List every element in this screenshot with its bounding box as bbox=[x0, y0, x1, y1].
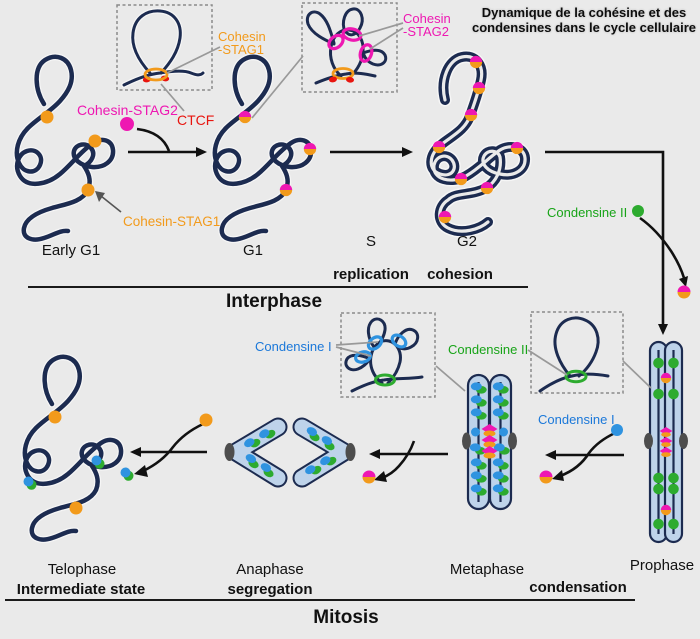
cohesin-stag2-inset-label: Cohesin -STAG2 bbox=[403, 11, 451, 39]
anaphase-chromosomes bbox=[224, 417, 356, 488]
cohesion-dot bbox=[454, 172, 468, 186]
g1-chromatin bbox=[215, 57, 317, 240]
arrow-condensine1-loading bbox=[559, 431, 616, 478]
stage-g2: G2 bbox=[456, 233, 478, 250]
cohesin-stag1-dot bbox=[88, 134, 102, 148]
sub-intermediate-state: Intermediate state bbox=[16, 581, 146, 598]
cohesin-dot-released bbox=[362, 470, 376, 484]
inset-box bbox=[340, 312, 436, 398]
cohesin-dot-released bbox=[539, 470, 553, 484]
cohesin-stag1-inset-label: Cohesin -STAG1 bbox=[218, 29, 266, 57]
cohesin-dot-released bbox=[677, 285, 691, 299]
sub-cohesion: cohesion bbox=[427, 266, 493, 283]
cohesin-stag2-stag1-dot bbox=[303, 142, 317, 156]
metaphase-chromosome bbox=[462, 373, 517, 511]
cohesin-stag2-stag1-dot bbox=[279, 183, 293, 197]
cohesin-stag1-dot bbox=[48, 410, 62, 424]
stage-early-g1: Early G1 bbox=[41, 242, 101, 259]
cohesin-stag2-ring bbox=[327, 33, 345, 51]
floating-dots bbox=[120, 117, 691, 484]
centromere-knob bbox=[345, 443, 356, 461]
early-g1-chromatin bbox=[17, 57, 113, 240]
arrow-stag1-label bbox=[100, 195, 122, 213]
condensine1-dot bbox=[611, 424, 623, 436]
stage-anaphase: Anaphase bbox=[236, 561, 304, 578]
cohesion-dot bbox=[469, 55, 483, 69]
sub-replication: replication bbox=[333, 266, 409, 283]
inset-box bbox=[301, 2, 398, 93]
phase-separators bbox=[5, 286, 635, 601]
cohesion-dot bbox=[480, 181, 494, 195]
arrow-condensin-release bbox=[142, 422, 204, 473]
cohesin-stag2-dot bbox=[120, 117, 134, 131]
condensine2-ring bbox=[374, 373, 396, 387]
cohesin-stag1-dot bbox=[69, 501, 83, 515]
cohesion-dot bbox=[510, 141, 524, 155]
condensine2-dot bbox=[632, 205, 644, 217]
cohesion-dot bbox=[464, 108, 478, 122]
stage-s: S bbox=[365, 233, 377, 250]
cohesin-stag2-stag1-dot bbox=[238, 110, 252, 124]
inset-condensine1-loops bbox=[340, 312, 436, 398]
ctcf-label: CTCF bbox=[177, 112, 215, 128]
title-line2: condensines dans le cycle cellulaire bbox=[472, 20, 696, 35]
interphase-title: Interphase bbox=[225, 291, 323, 312]
stage-telophase: Telophase bbox=[47, 561, 117, 578]
condensine1-label: Condensine I bbox=[255, 339, 332, 354]
cohesin-stag2-ring bbox=[341, 27, 363, 42]
mitosis-title: Mitosis bbox=[313, 607, 379, 628]
base-strand bbox=[122, 69, 205, 87]
loop-strand bbox=[131, 9, 182, 75]
title-line1: Dynamique de la cohésine et des bbox=[481, 5, 687, 20]
cohesin-stag1-dot bbox=[40, 110, 54, 124]
centromere-knob bbox=[462, 432, 471, 450]
sub-segregation: segregation bbox=[227, 581, 313, 598]
inset-ctcf-stag1-loop bbox=[116, 4, 213, 91]
diagram-title: Dynamique de la cohésine et des condensi… bbox=[464, 5, 700, 35]
cohesin-stag1-ring bbox=[143, 67, 169, 82]
centromere-knob bbox=[679, 433, 688, 449]
arrow-cohesin-release bbox=[381, 440, 416, 480]
arrow-condensine2-loading bbox=[639, 216, 686, 279]
cohesin-stag1-ring bbox=[331, 67, 355, 80]
condensine2-label2: Condensine II bbox=[448, 342, 529, 357]
arrow-stag2-loading bbox=[136, 127, 171, 152]
telophase-chromatin bbox=[24, 357, 122, 540]
cohesin-stag2-label: Cohesin-STAG2 bbox=[77, 102, 178, 118]
cohesin-stag1-label: Cohesin-STAG1 bbox=[123, 214, 221, 229]
cohesion-dot bbox=[438, 210, 452, 224]
condensin-dot-released bbox=[120, 467, 134, 481]
cohesin-stag1-dot bbox=[81, 183, 95, 197]
stage-g1: G1 bbox=[242, 242, 264, 259]
cohesion-dot bbox=[472, 81, 486, 95]
inset-stag2-loops bbox=[301, 2, 398, 93]
condensine2-ring bbox=[564, 369, 588, 384]
centromere-knob bbox=[224, 443, 235, 461]
condensine1-ring bbox=[366, 335, 384, 351]
stage-metaphase: Metaphase bbox=[449, 561, 525, 578]
ctcf-site bbox=[329, 76, 337, 83]
ctcf-site bbox=[346, 76, 354, 83]
cohesin-stag1-dot bbox=[199, 413, 213, 427]
condensine1-ring bbox=[390, 333, 408, 349]
sub-condensation: condensation bbox=[529, 579, 627, 596]
prophase-chromosome bbox=[644, 340, 688, 544]
centromere-knob bbox=[508, 432, 517, 450]
arrow-g2-to-prophase bbox=[545, 150, 665, 327]
condensine2-label: Condensine II bbox=[547, 205, 628, 220]
condensine1-label2: Condensine I bbox=[538, 412, 615, 427]
centromere-knob bbox=[644, 433, 653, 449]
inset-condensine2-loop bbox=[530, 311, 624, 394]
cohesin-stag2-ring bbox=[358, 43, 374, 63]
inset-box bbox=[116, 4, 213, 91]
g2-chromatin bbox=[431, 56, 525, 231]
stage-prophase: Prophase bbox=[629, 557, 695, 574]
arrows bbox=[95, 127, 688, 482]
pointer-lines bbox=[160, 22, 652, 392]
cohesion-dot bbox=[432, 140, 446, 154]
